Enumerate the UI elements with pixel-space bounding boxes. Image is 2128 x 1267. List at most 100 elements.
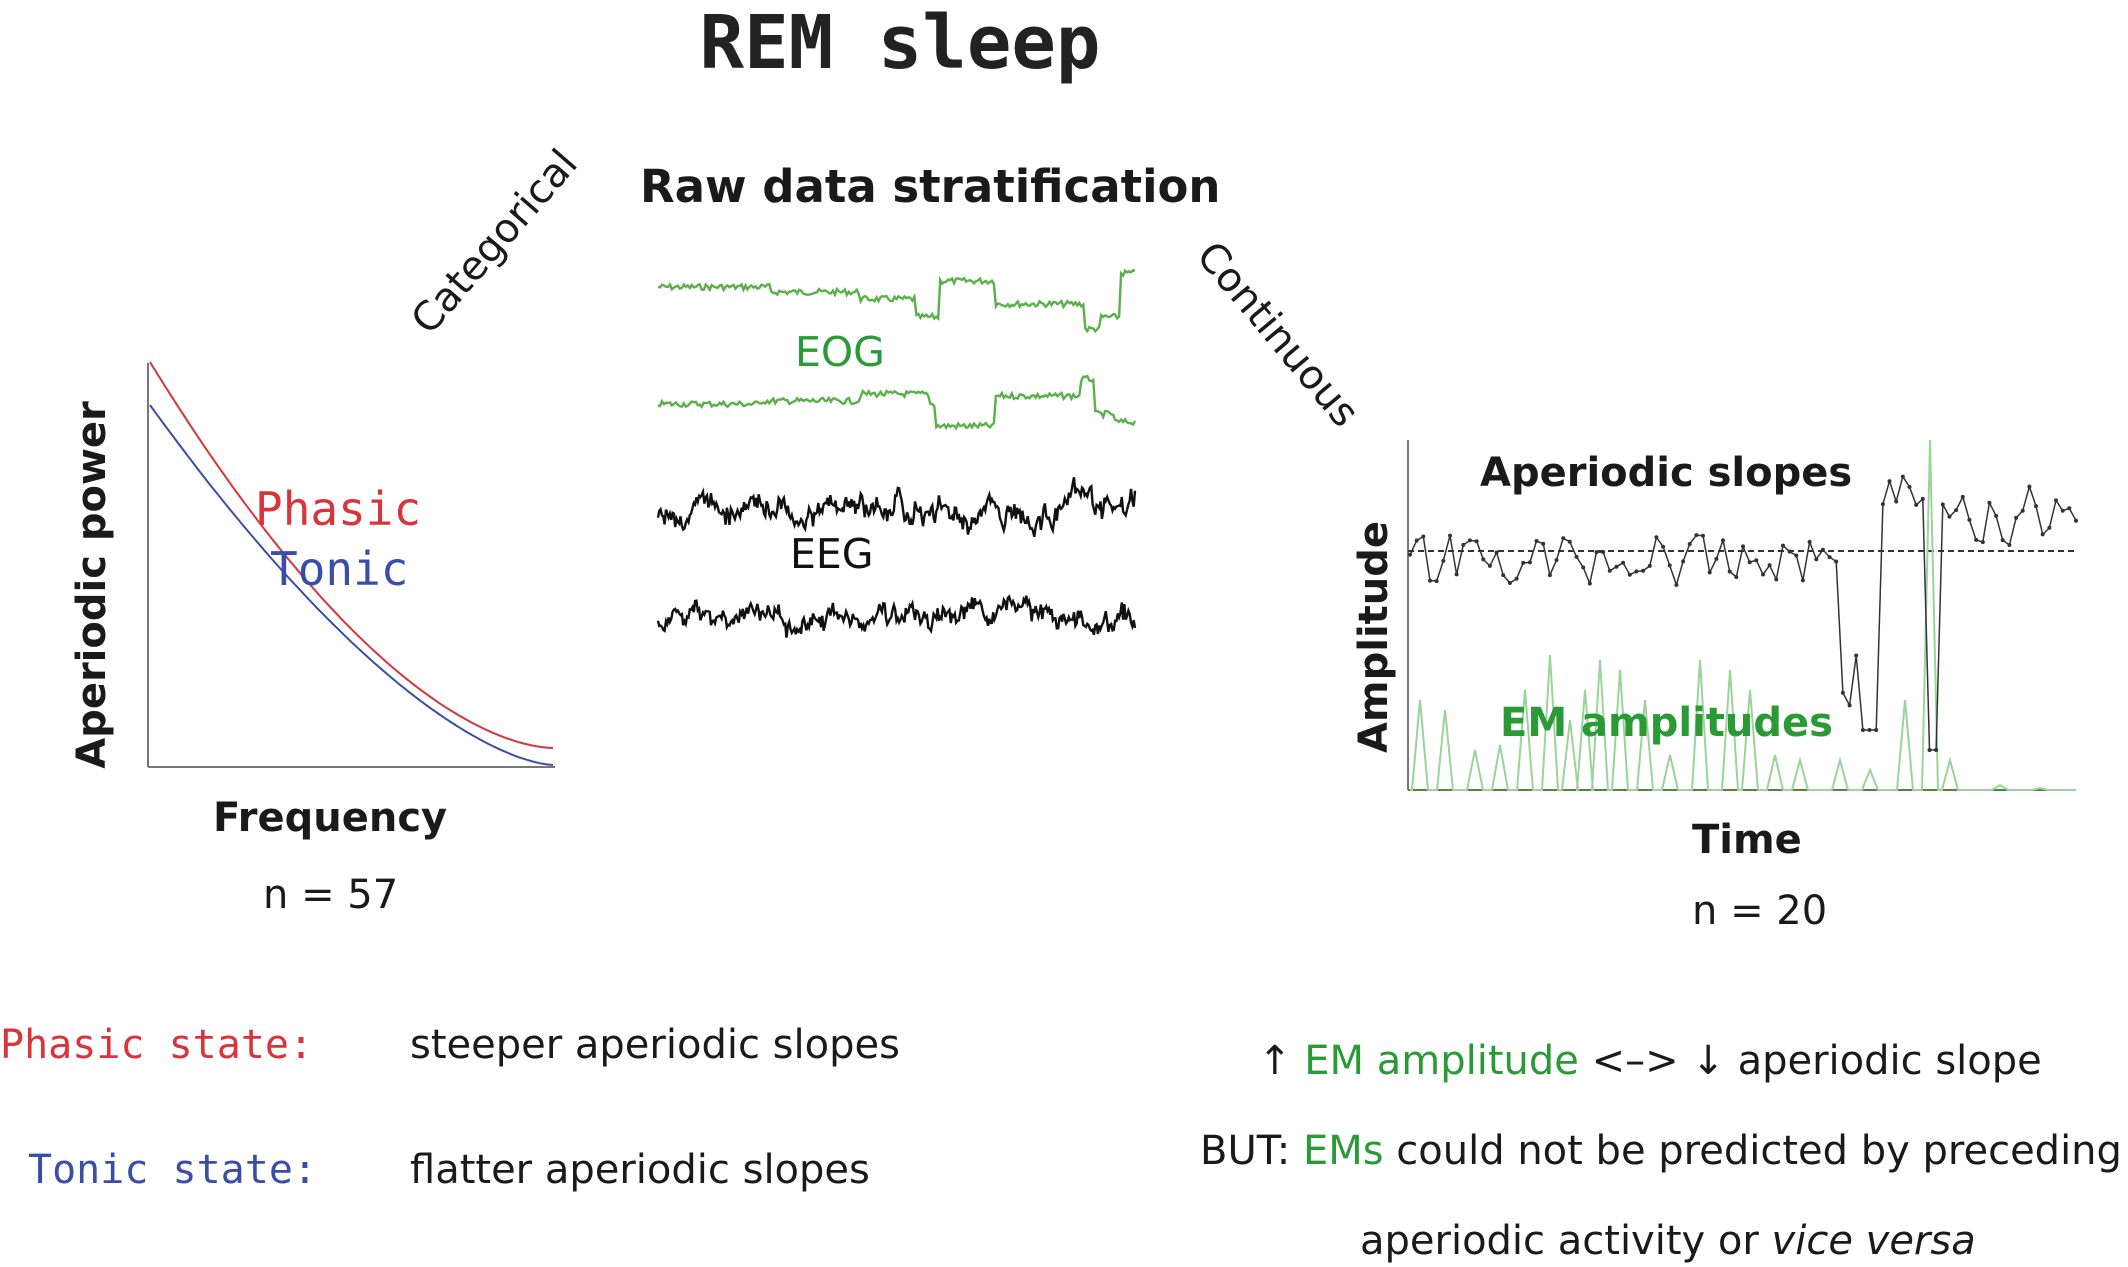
slope-point <box>1934 748 1939 752</box>
slope-point <box>1774 577 1779 582</box>
slope-point <box>1727 569 1732 574</box>
aperiodic-activity-text: aperiodic activity or <box>1360 1218 1759 1264</box>
slope-point <box>2047 525 2052 530</box>
slope-point <box>1534 539 1539 543</box>
slope-point <box>1741 544 1745 549</box>
slope-point <box>2060 508 2065 513</box>
slope-point <box>1521 560 1526 565</box>
eog-label: EOG <box>795 328 885 376</box>
page-title: REM sleep <box>699 0 1101 86</box>
slope-point <box>2020 508 2025 513</box>
slope-point <box>1894 499 1899 504</box>
slope-point <box>1661 544 1666 549</box>
slope-point <box>1694 533 1699 538</box>
slope-point <box>1920 496 1925 501</box>
slope-point <box>1987 500 1992 505</box>
aperiodic-slopes-label: Aperiodic slopes <box>1480 450 1853 496</box>
slope-point <box>1547 573 1552 578</box>
slope-point <box>1967 517 1972 522</box>
slope-point <box>1461 542 1466 547</box>
slope-point <box>1761 572 1765 577</box>
em-amplitudes-label: EM amplitudes <box>1500 700 1833 746</box>
eeg-trace-upper <box>656 477 1137 538</box>
center-heading: Raw data stratification <box>640 160 1221 213</box>
slope-point <box>1701 533 1705 538</box>
slope-point <box>1687 542 1692 546</box>
prediction-statement-line2: aperiodic activity or vice versa <box>1360 1218 1976 1264</box>
phasic-state-label: Phasic state: <box>0 1022 314 1068</box>
slope-point <box>1561 536 1566 541</box>
slope-point <box>1654 535 1659 540</box>
slope-point <box>1554 558 1559 563</box>
slope-point <box>1794 553 1799 558</box>
slope-point <box>1800 578 1805 583</box>
slope-point <box>1721 538 1725 543</box>
slope-point <box>1448 533 1452 538</box>
slope-point <box>1541 541 1546 546</box>
slope-point <box>1847 703 1852 708</box>
slope-point <box>1574 554 1579 559</box>
slope-point <box>1627 572 1632 577</box>
slope-point <box>2034 504 2038 509</box>
slope-point <box>1681 559 1686 564</box>
slope-point <box>1567 539 1572 544</box>
right-x-axis-label: Time <box>1692 817 1802 863</box>
slope-point <box>1647 563 1652 568</box>
slope-point <box>1481 557 1486 562</box>
tonic-legend-label: Tonic <box>270 542 409 596</box>
phasic-curve <box>149 361 554 749</box>
left-sample-size: n = 57 <box>263 872 399 918</box>
slope-point <box>1581 565 1586 570</box>
slope-point <box>1900 474 1905 479</box>
slope-point <box>2014 515 2019 520</box>
slope-point <box>1954 508 1959 513</box>
prediction-text: could not be predicted by preceding <box>1396 1128 2122 1174</box>
slope-point <box>1621 560 1626 565</box>
slope-point <box>1807 539 1812 544</box>
slope-point <box>1874 728 1879 732</box>
eeg-trace-lower <box>656 594 1137 638</box>
slope-point <box>1607 568 1612 573</box>
left-panel-axes <box>147 363 555 768</box>
slope-point <box>1787 549 1792 554</box>
slope-point <box>1960 494 1965 499</box>
slope-point <box>1834 559 1839 564</box>
slope-point <box>2007 543 2012 547</box>
slope-point <box>1980 540 1985 545</box>
slope-point <box>1714 556 1719 561</box>
slope-point <box>1414 538 1419 543</box>
bidirectional-relation: <–> <box>1591 1038 1679 1084</box>
slope-point <box>1754 558 1759 563</box>
slope-point <box>1820 547 1825 552</box>
slope-point <box>1781 543 1785 548</box>
aperiodic-slope-text: aperiodic slope <box>1737 1038 2042 1084</box>
slope-point <box>1514 576 1519 581</box>
slope-point <box>1527 560 1532 565</box>
slope-point <box>1454 572 1459 577</box>
slope-point <box>1814 557 1819 562</box>
slope-point <box>1867 728 1872 732</box>
slope-point <box>1634 569 1639 574</box>
slope-point <box>1880 502 1885 507</box>
slope-point <box>2040 532 2045 537</box>
slope-point <box>1421 534 1426 539</box>
slope-point <box>1594 550 1599 555</box>
eeg-label: EEG <box>790 530 874 578</box>
slope-point <box>1860 728 1865 732</box>
slope-point <box>1747 560 1752 565</box>
slope-point <box>1501 573 1506 578</box>
tonic-state-label: Tonic state: <box>28 1147 317 1193</box>
right-sample-size: n = 20 <box>1692 888 1828 934</box>
slope-point <box>2074 518 2078 523</box>
tonic-curve <box>149 404 554 766</box>
slope-point <box>1487 563 1492 568</box>
slope-point <box>1994 513 1999 518</box>
slope-point <box>1494 550 1499 555</box>
slope-point <box>1887 479 1892 484</box>
slope-point <box>1601 550 1606 554</box>
slope-point <box>1907 484 1912 489</box>
down-arrow-icon: ↓ <box>1691 1038 1725 1084</box>
slope-point <box>1467 538 1472 543</box>
slope-point <box>1947 514 1952 519</box>
